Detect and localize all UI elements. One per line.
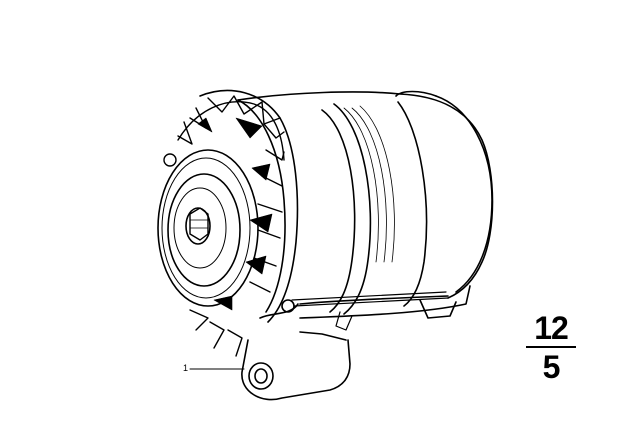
cooling-fan xyxy=(163,95,285,357)
alternator-housing xyxy=(237,90,494,331)
pulley xyxy=(157,149,259,307)
front-bracket xyxy=(199,89,351,401)
page-reference-group: 12 xyxy=(534,310,569,346)
fraction-divider xyxy=(526,346,576,348)
page-reference-subgroup: 5 xyxy=(542,349,561,385)
callout-label-1: 1 xyxy=(183,363,189,373)
page-reference: 12 5 xyxy=(526,312,576,383)
